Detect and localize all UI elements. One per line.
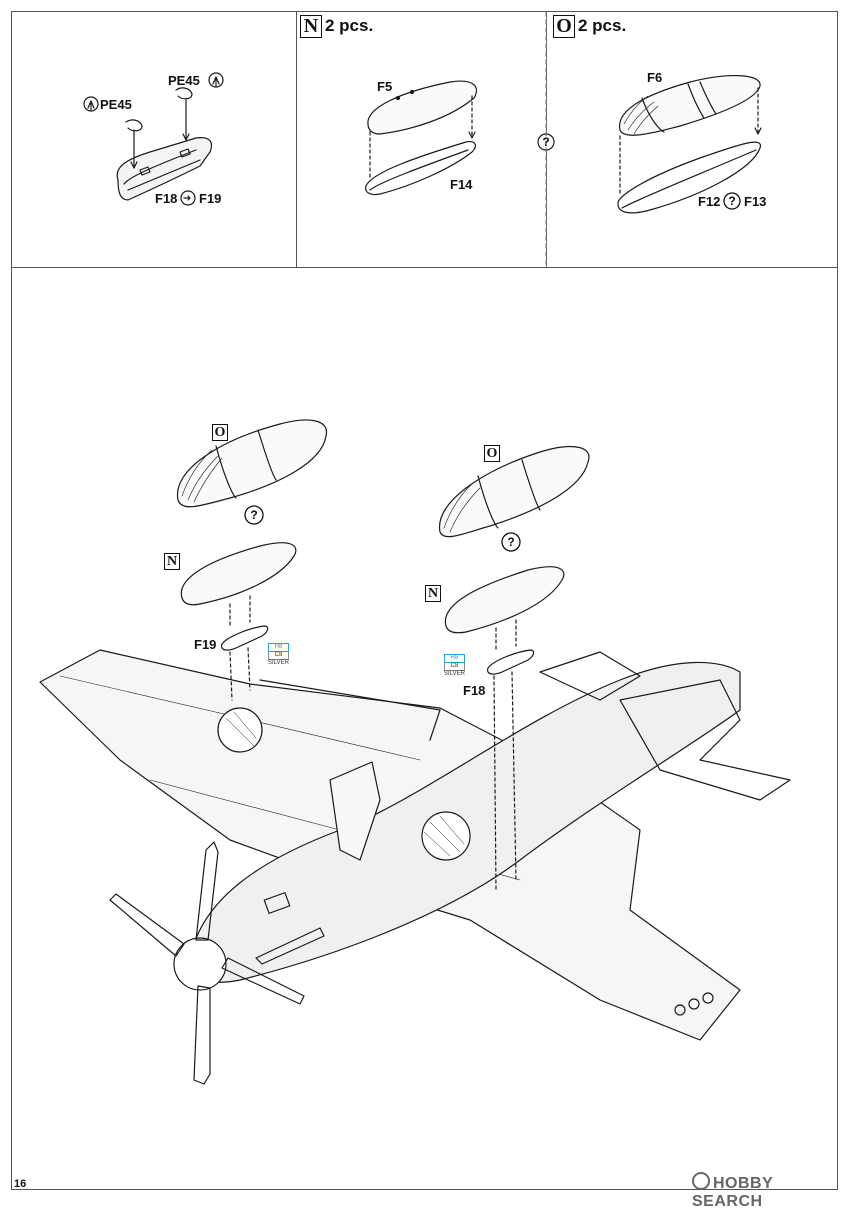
paint-code-c8: C8 xyxy=(268,652,289,660)
part-label-f19: F19 xyxy=(199,191,222,206)
part-label-f18: F18 xyxy=(155,191,178,206)
question-icon: ? xyxy=(542,135,549,149)
quantity-label: 2 pcs. xyxy=(578,15,627,35)
part-label-f5: F5 xyxy=(377,79,393,94)
group-tag-o-right: O xyxy=(484,445,500,462)
paint-callout-right: H8 C8 SILVER xyxy=(444,654,465,678)
paint-code-h8: H8 xyxy=(444,654,465,663)
aircraft-drawing xyxy=(39,647,791,1085)
question-icon: ? xyxy=(507,535,514,549)
watermark: HOBBY SEARCH xyxy=(692,1172,848,1211)
part-label-f14: F14 xyxy=(450,177,473,192)
part-group-letter: N xyxy=(300,15,322,38)
part-label-f6: F6 xyxy=(647,70,663,85)
part-group-letter: O xyxy=(553,15,575,38)
tank-half-o-drawing xyxy=(617,75,762,214)
fairing-part-drawing xyxy=(83,72,224,206)
paint-name-silver: SILVER xyxy=(444,671,465,677)
watermark-logo-icon xyxy=(692,1172,710,1190)
main-tank-n-left xyxy=(180,542,297,627)
tank-half-n-drawing xyxy=(365,80,478,196)
paint-callout-left: H8 C8 SILVER xyxy=(268,643,289,667)
question-icon: ? xyxy=(728,194,735,208)
part-label-f13: F13 xyxy=(744,194,767,209)
group-tag-n-left: N xyxy=(164,553,180,570)
paint-name-silver: SILVER xyxy=(268,660,289,666)
part-label-pe45-upper: PE45 xyxy=(168,73,200,88)
question-icon: ? xyxy=(250,508,257,522)
group-tag-o-left: O xyxy=(212,424,228,441)
paint-code-h8: H8 xyxy=(268,643,289,652)
main-tank-o-left xyxy=(176,419,328,508)
part-label-pe45-lower: PE45 xyxy=(100,97,132,112)
group-tag-n-right: N xyxy=(425,585,441,602)
quantity-label: 2 pcs. xyxy=(325,15,374,35)
main-tank-o-right xyxy=(438,445,590,538)
main-tank-n-right xyxy=(444,566,565,653)
part-label-main-f19: F19 xyxy=(194,637,217,652)
paint-code-c8: C8 xyxy=(444,663,465,671)
main-panel xyxy=(11,267,838,1190)
page-number: 16 xyxy=(14,1178,27,1190)
part-label-main-f18: F18 xyxy=(463,683,486,698)
part-label-f12: F12 xyxy=(698,194,721,209)
